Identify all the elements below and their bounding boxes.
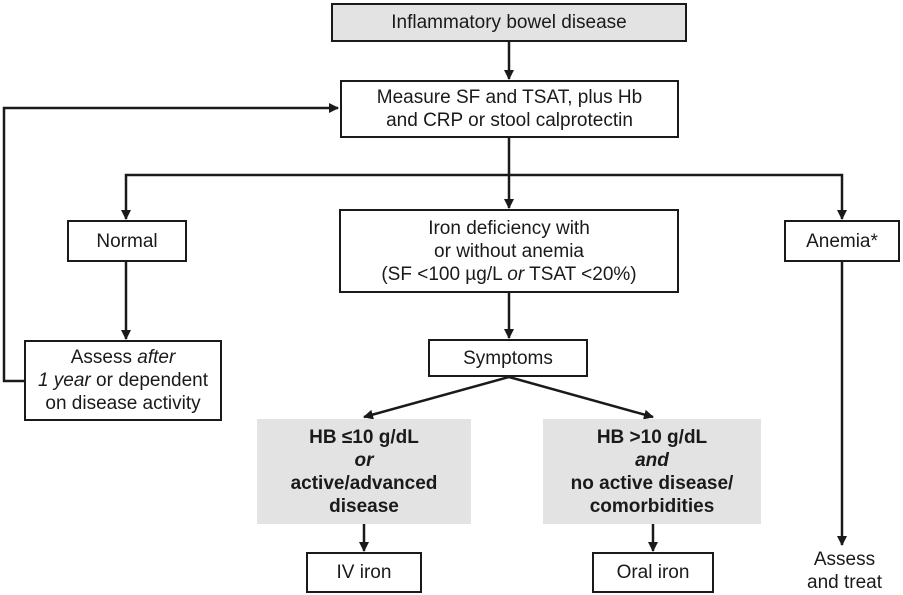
assess-after-line3: on disease activity [45, 393, 201, 414]
hb-high-line2: and [635, 449, 669, 471]
assess-after-line1-b: after [137, 347, 176, 368]
iv-iron-label: IV iron [336, 562, 392, 583]
start-label: Inflammatory bowel disease [391, 12, 627, 33]
arrow-measure-to-anemia [509, 173, 847, 220]
assess-treat-text: Assess and treat [792, 548, 897, 594]
hb-low-box: HB ≤10 g/dL or active/advanced disease [257, 419, 471, 524]
hb-low-line2: or [354, 449, 374, 471]
hb-low-line4: disease [329, 495, 399, 517]
iron-deficiency-line3-a: (SF <100 µg/L [381, 263, 508, 285]
assess-after-line1: Assess after [71, 346, 176, 369]
assess-after-line2-a: 1 year [37, 370, 91, 391]
hb-high-line3: no active disease/ [570, 472, 734, 494]
iron-deficiency-line2: or without anemia [434, 240, 584, 262]
anemia-label: Anemia* [806, 230, 878, 252]
measure-line2: and CRP or stool calprotectin [386, 110, 633, 131]
iron-deficiency-line3-b: TSAT <20%) [524, 263, 637, 285]
iv-iron-box: IV iron [306, 552, 422, 593]
hb-high-box: HB >10 g/dL and no active disease/ comor… [543, 419, 761, 524]
iron-deficiency-line3: (SF <100 µg/L or TSAT <20%) [381, 263, 636, 286]
assess-treat-line1: Assess [813, 549, 876, 570]
hb-high-line1: HB >10 g/dL [596, 426, 708, 448]
arrow-symptoms-to-hb-high [508, 375, 654, 420]
assess-after-line2: 1 year or dependent [38, 369, 208, 392]
symptoms-box: Symptoms [428, 339, 588, 377]
arrow-symptoms-to-hb-low [363, 375, 510, 420]
symptoms-label: Symptoms [463, 347, 553, 369]
assess-after-box: Assess after 1 year or dependent on dise… [24, 340, 222, 421]
oral-iron-label: Oral iron [616, 562, 690, 583]
normal-box: Normal [67, 220, 187, 262]
arrow-assess-loop-back [2, 103, 339, 383]
iron-deficiency-line1: Iron deficiency with [428, 217, 590, 239]
measure-box: Measure SF and TSAT, plus Hb and CRP or … [340, 80, 679, 138]
anemia-box: Anemia* [784, 220, 900, 262]
assess-after-line2-b: or dependent [90, 370, 209, 391]
iron-deficiency-box: Iron deficiency with or without anemia (… [339, 209, 679, 293]
assess-after-line1-a: Assess [70, 347, 138, 368]
oral-iron-box: Oral iron [592, 552, 714, 593]
start-box: Inflammatory bowel disease [331, 3, 687, 42]
hb-low-line1: HB ≤10 g/dL [309, 426, 419, 448]
measure-line1: Measure SF and TSAT, plus Hb [376, 87, 643, 108]
assess-treat-line2: and treat [807, 572, 882, 593]
normal-label: Normal [96, 230, 158, 252]
arrow-measure-to-normal [121, 173, 509, 220]
hb-low-line3: active/advanced [290, 472, 438, 494]
iron-deficiency-line3-or: or [507, 263, 525, 285]
hb-high-line4: comorbidities [589, 495, 715, 517]
